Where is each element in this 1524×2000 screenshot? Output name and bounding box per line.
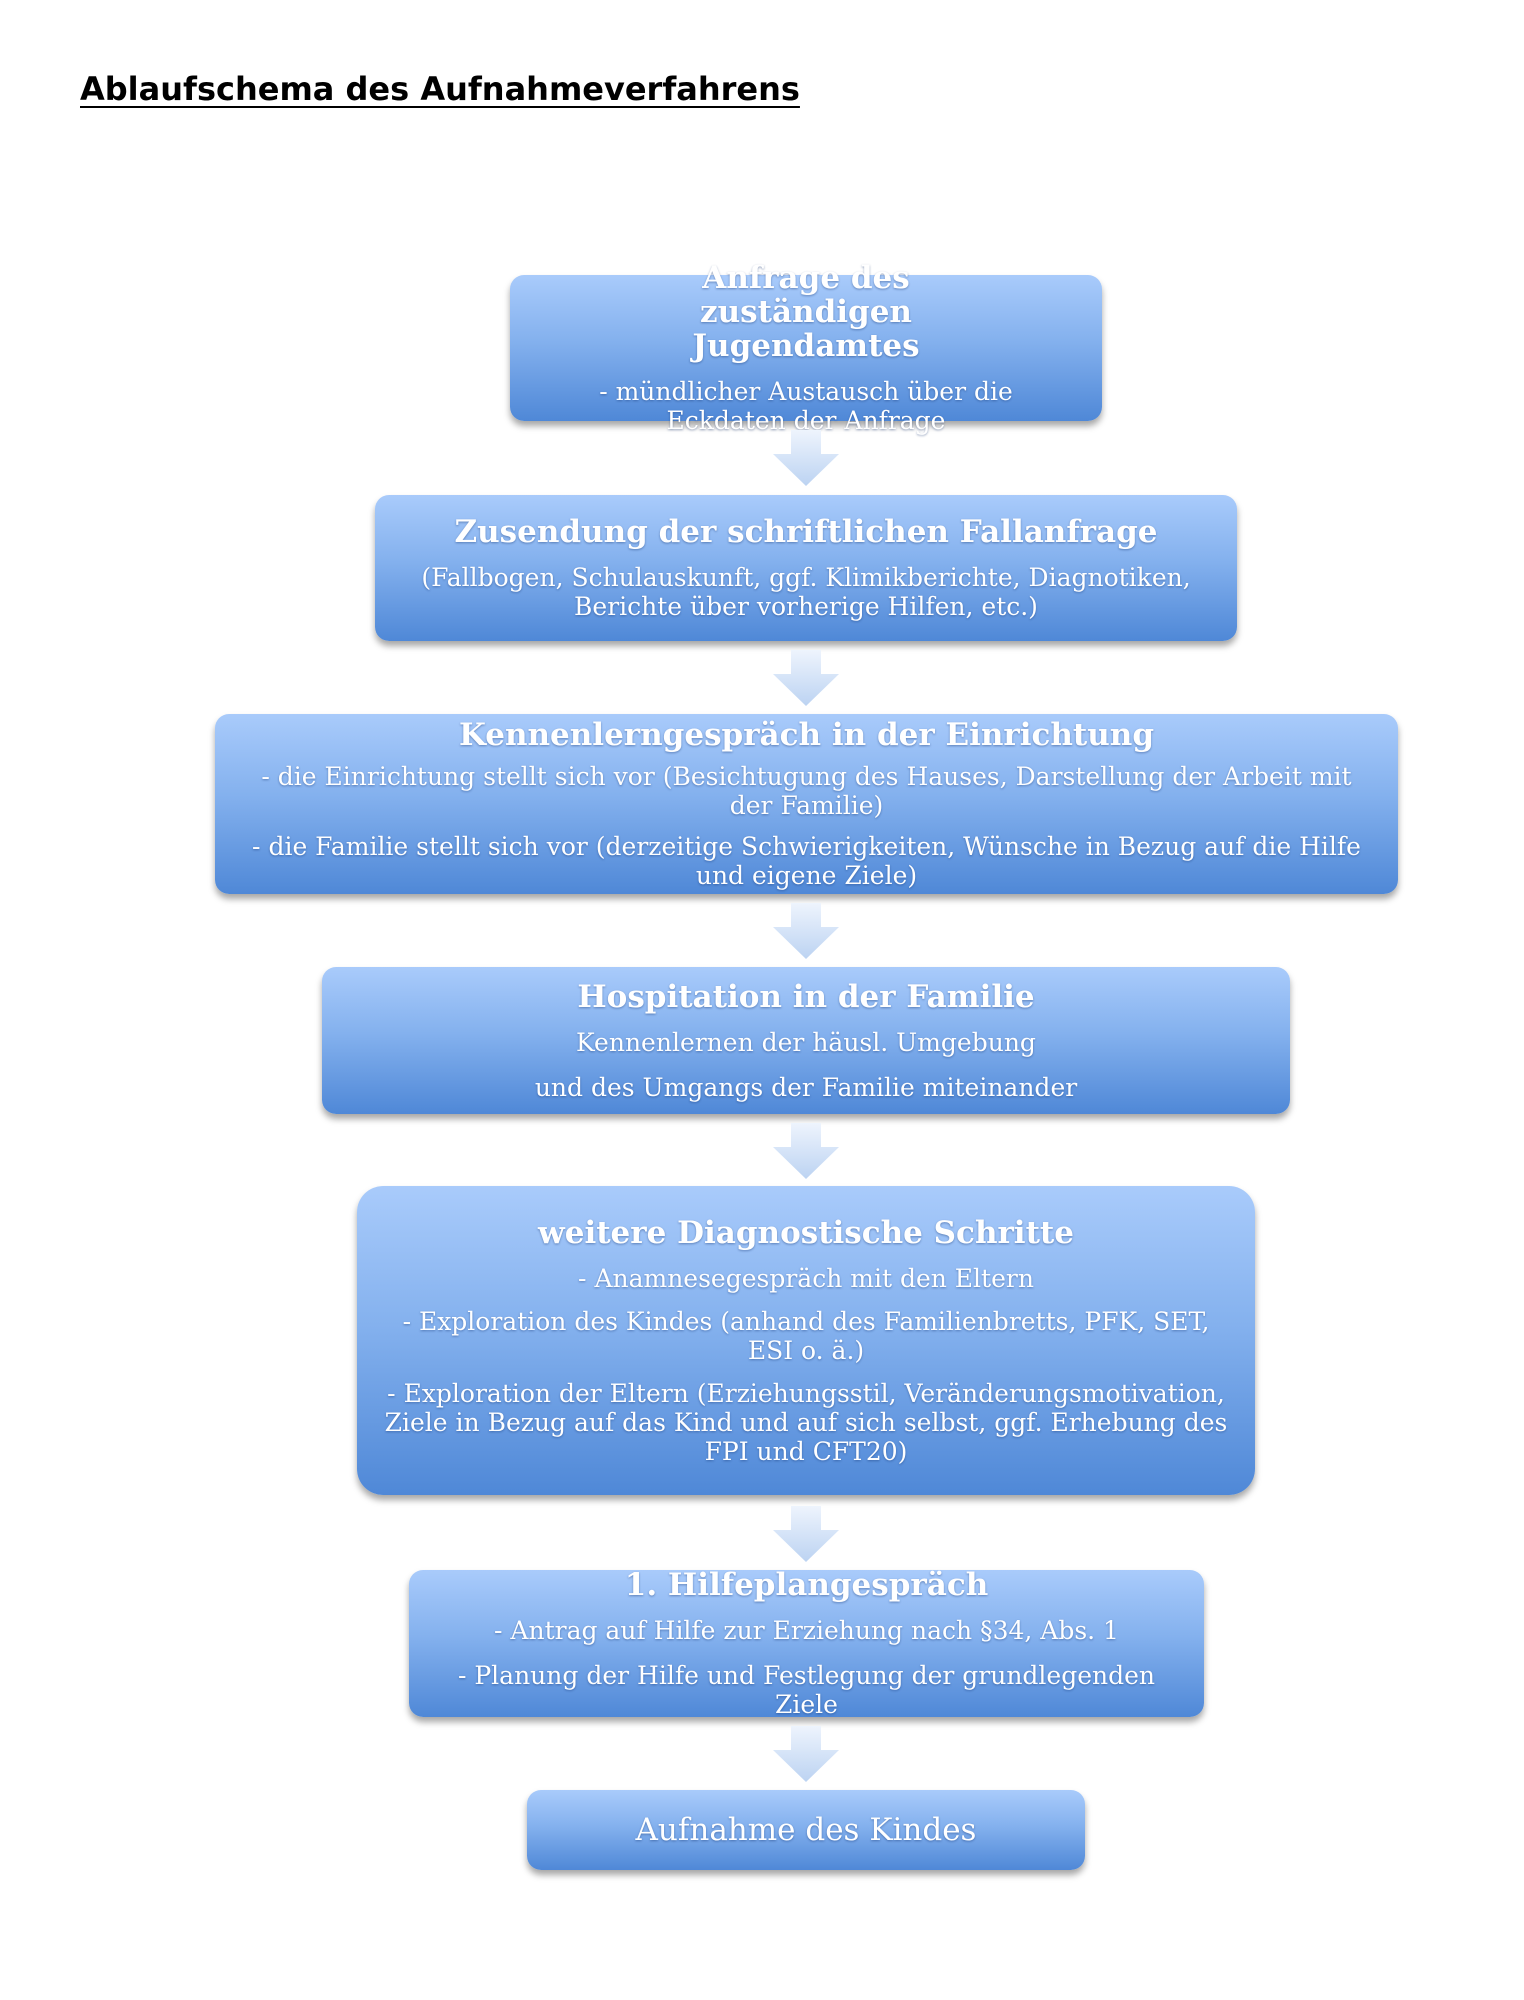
step-detail: - mündlicher Austausch über die Eckdaten… xyxy=(599,377,1013,435)
step-first-help-plan-meeting: 1. Hilfeplangespräch - Antrag auf Hilfe … xyxy=(409,1567,1204,1719)
step-detail: - Exploration des Kindes (anhand des Fam… xyxy=(402,1306,1210,1365)
step-further-diagnostics: weitere Diagnostische Schritte - Anamnes… xyxy=(357,1186,1255,1495)
step-title: 1. Hilfeplangespräch xyxy=(624,1567,989,1603)
step-detail: - Antrag auf Hilfe zur Erziehung nach §3… xyxy=(494,1616,1119,1645)
step-title: Kennenlerngespräch in der Einrichtung xyxy=(458,717,1155,753)
step-detail: und des Umgangs der Familie miteinander xyxy=(534,1072,1078,1102)
arrow-down-icon xyxy=(773,903,839,959)
step-intro-meeting: Kennenlerngespräch in der Einrichtung - … xyxy=(215,714,1398,894)
page-title: Ablaufschema des Aufnahmeverfahrens xyxy=(80,70,800,108)
step-title: Aufnahme des Kindes xyxy=(635,1812,977,1848)
arrow-down-icon xyxy=(773,650,839,706)
step-detail: Kennenlernen der häusl. Umgebung xyxy=(576,1027,1036,1057)
step-written-case-request: Zusendung der schriftlichen Fallanfrage … xyxy=(375,495,1237,641)
arrow-down-icon xyxy=(773,1123,839,1179)
step-child-admission: Aufnahme des Kindes xyxy=(527,1790,1085,1870)
arrow-down-icon xyxy=(773,1726,839,1782)
step-detail: - Anamnesegespräch mit den Eltern xyxy=(578,1263,1034,1293)
step-title: Hospitation in der Familie xyxy=(577,978,1035,1015)
step-title: weitere Diagnostische Schritte xyxy=(538,1214,1074,1251)
step-family-visit: Hospitation in der Familie Kennenlernen … xyxy=(322,967,1290,1114)
step-title: Anfrage des zuständigen Jugendamtes xyxy=(692,260,920,364)
step-detail: - Exploration der Eltern (Erziehungsstil… xyxy=(384,1378,1228,1466)
arrow-down-icon xyxy=(773,1506,839,1562)
step-detail: - Planung der Hilfe und Festlegung der g… xyxy=(457,1661,1156,1719)
arrow-down-icon xyxy=(773,430,839,486)
step-detail: - die Familie stellt sich vor (derzeitig… xyxy=(252,832,1361,890)
step-detail: - die Einrichtung stellt sich vor (Besic… xyxy=(261,762,1352,820)
step-detail: (Fallbogen, Schulauskunft, ggf. Klimikbe… xyxy=(421,563,1191,621)
step-title: Zusendung der schriftlichen Fallanfrage xyxy=(454,514,1158,550)
step-request-youth-office: Anfrage des zuständigen Jugendamtes - mü… xyxy=(510,261,1102,435)
